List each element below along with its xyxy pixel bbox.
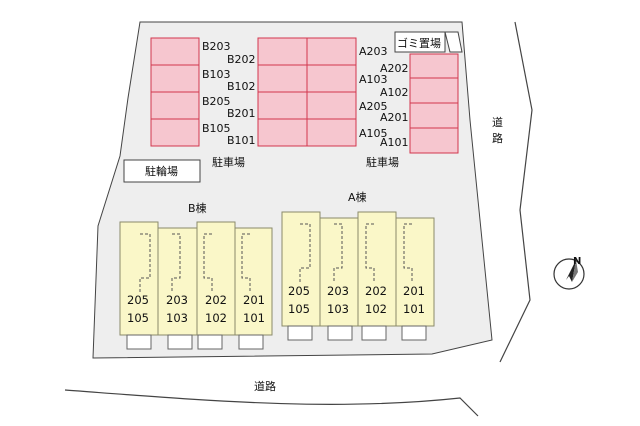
unit-interior-dashed (299, 223, 311, 282)
parking-label: A102 (380, 86, 409, 99)
unit-number: 203 (166, 293, 188, 307)
parking-space (257, 37, 308, 66)
unit-interior-dashed (333, 223, 343, 282)
bicycle-label: 駐輪場 (145, 164, 178, 178)
unit-interior-dashed (203, 233, 213, 292)
building-b: 205 105 203 103 202 102 201 101 (119, 221, 273, 350)
unit-number: 103 (327, 302, 349, 316)
parking-space (306, 91, 357, 120)
road-right-char: 道 (492, 115, 503, 129)
parking-label: A201 (380, 111, 409, 124)
parking-label: A202 (380, 62, 409, 75)
parking-label: B101 (227, 134, 256, 147)
parking-label: B201 (227, 107, 256, 120)
parking-area-label: 駐車場 (366, 155, 399, 169)
entrance-step (401, 325, 427, 341)
unit-number: 101 (403, 302, 425, 316)
trash-area: ゴミ置場 (394, 31, 463, 53)
parking-label: A105 (359, 127, 388, 140)
unit-number: 101 (243, 311, 265, 325)
unit-number: 102 (205, 311, 227, 325)
building-a-label: A棟 (348, 190, 367, 204)
road-bottom-edge (64, 389, 479, 417)
parking-label: B203 (202, 40, 231, 53)
parking-space (306, 64, 357, 93)
parking-label: B102 (227, 80, 256, 93)
road-right-edge (499, 21, 533, 363)
building-b-label: B棟 (188, 201, 207, 215)
entrance-step (327, 325, 353, 341)
road-right-label: 道 路 (492, 115, 507, 145)
parking-space (306, 37, 357, 66)
parking-space (150, 91, 200, 120)
parking-left-group: B203 B103 B205 B105 B202 B102 B201 B101 … (150, 37, 388, 147)
building-a: 205 105 203 103 202 102 201 101 (281, 211, 435, 341)
entrance-step (287, 325, 313, 341)
unit-number: 202 (365, 284, 387, 298)
parking-space (150, 64, 200, 93)
entrance-step (126, 334, 152, 350)
road-right-char: 路 (492, 132, 503, 145)
entrance-step (238, 334, 264, 350)
parking-space (257, 91, 308, 120)
unit-number: 202 (205, 293, 227, 307)
unit-number: 201 (243, 293, 265, 307)
parking-area-label: 駐車場 (212, 155, 245, 169)
parking-space (150, 118, 200, 147)
parking-right-group: A202 A102 A201 A101 (380, 53, 459, 154)
parking-label: A203 (359, 45, 388, 58)
parking-label: B205 (202, 95, 231, 108)
parking-space (409, 102, 459, 129)
north-arrow-icon (566, 260, 576, 282)
unit-interior-dashed (365, 223, 375, 282)
trash-label: ゴミ置場 (397, 36, 441, 50)
parking-label: A101 (380, 136, 409, 149)
unit-number: 205 (127, 293, 149, 307)
unit-number: 103 (166, 311, 188, 325)
road-bottom-label: 道路 (254, 379, 276, 393)
parking-space (150, 37, 200, 66)
parking-space (257, 64, 308, 93)
entrance-step (197, 334, 223, 350)
unit-number: 201 (403, 284, 425, 298)
unit-number: 203 (327, 284, 349, 298)
unit-number: 105 (288, 302, 310, 316)
parking-label: B202 (227, 53, 256, 66)
entrance-step (167, 334, 193, 350)
parking-label: B103 (202, 68, 231, 81)
unit-interior-dashed (241, 233, 251, 292)
unit-number: 105 (127, 311, 149, 325)
unit-interior-dashed (171, 233, 181, 292)
parking-label: A103 (359, 73, 388, 86)
parking-label: A205 (359, 100, 388, 113)
unit-number: 205 (288, 284, 310, 298)
unit-interior-dashed (139, 233, 151, 292)
parking-space (306, 118, 357, 147)
parking-space (409, 53, 459, 79)
parking-label: B105 (202, 122, 231, 135)
north-label: N (573, 256, 581, 267)
parking-space (257, 118, 308, 147)
bicycle-parking: 駐輪場 (123, 159, 201, 183)
entrance-step (361, 325, 387, 341)
unit-interior-dashed (403, 223, 413, 282)
north-compass: N (553, 256, 585, 290)
parking-space (409, 127, 459, 154)
parking-space (409, 77, 459, 104)
unit-number: 102 (365, 302, 387, 316)
